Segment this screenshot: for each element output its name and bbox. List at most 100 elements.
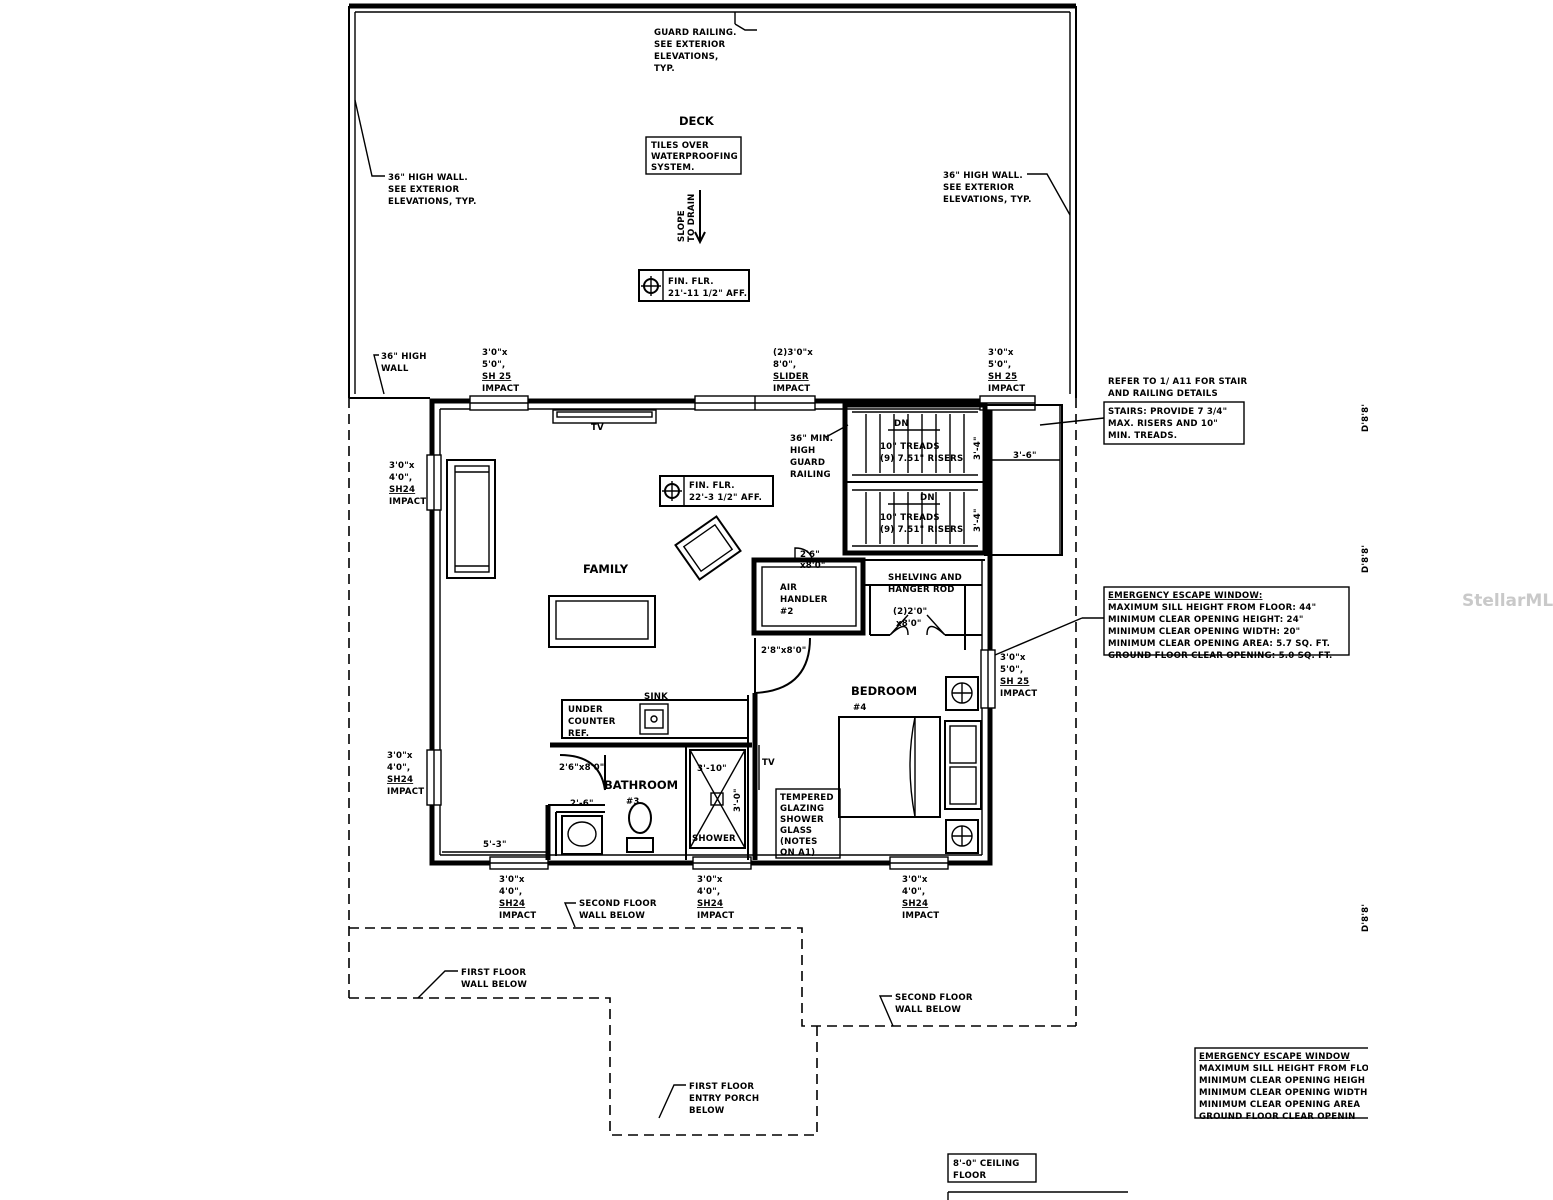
svg-text:COUNTER: COUNTER xyxy=(568,717,616,727)
svg-text:10" TREADS: 10" TREADS xyxy=(880,513,940,523)
svg-text:AIR: AIR xyxy=(780,583,797,593)
bedroom-label: BEDROOM xyxy=(851,684,917,698)
edge-mark-2: D'8'8' xyxy=(1361,545,1371,573)
slope-to-drain-arrow: SLOPE TO DRAIN xyxy=(677,190,706,245)
egress-window-note: EMERGENCY ESCAPE WINDOW: MAXIMUM SILL HE… xyxy=(994,586,1350,661)
svg-text:WATERPROOFING: WATERPROOFING xyxy=(651,152,738,162)
svg-text:IMPACT: IMPACT xyxy=(387,787,424,797)
svg-text:IMPACT: IMPACT xyxy=(389,497,426,507)
edge-mark-3: D'8'8' xyxy=(1361,904,1371,932)
family-finish-floor-tag: FIN. FLR. 22'-3 1/2" AFF. xyxy=(659,475,774,507)
bath-dim-2: 3'-0" xyxy=(733,788,743,812)
svg-text:TYP.: TYP. xyxy=(654,64,675,74)
shower-stall xyxy=(689,749,746,849)
svg-text:3'0"x: 3'0"x xyxy=(482,348,508,358)
svg-text:4'0",: 4'0", xyxy=(389,473,412,483)
svg-text:SHOWER: SHOWER xyxy=(780,815,824,825)
entry-porch-below: FIRST FLOOR ENTRY PORCH BELOW xyxy=(658,1082,759,1119)
svg-text:x8'0": x8'0" xyxy=(800,561,826,571)
svg-text:IMPACT: IMPACT xyxy=(1000,689,1037,699)
svg-text:5'0",: 5'0", xyxy=(988,360,1011,370)
tiles-note: TILES OVER WATERPROOFING SYSTEM. xyxy=(645,136,742,175)
tempered-glazing-note: TEMPERED GLAZING SHOWER GLASS (NOTES ON … xyxy=(775,788,841,859)
walls-below-dashed xyxy=(348,398,1077,1136)
svg-text:(2)2'0": (2)2'0" xyxy=(893,607,927,617)
svg-text:HANGER ROD: HANGER ROD xyxy=(888,585,955,595)
svg-text:IMPACT: IMPACT xyxy=(988,384,1025,394)
svg-text:SEE EXTERIOR: SEE EXTERIOR xyxy=(654,40,725,50)
window-label-top-left: 3'0"x 5'0", SH 25 IMPACT xyxy=(482,348,519,394)
tv-wall-unit xyxy=(552,409,657,424)
svg-text:SEE EXTERIOR: SEE EXTERIOR xyxy=(388,185,459,195)
bedroom-door-label: 2'8"x8'0" xyxy=(761,646,806,656)
svg-text:4'0",: 4'0", xyxy=(387,763,410,773)
svg-text:GROUND FLOOR CLEAR OPENIN: GROUND FLOOR CLEAR OPENIN xyxy=(1199,1112,1356,1122)
svg-text:3'0"x: 3'0"x xyxy=(387,751,413,761)
stair-dim-upper: 3'-4" xyxy=(973,436,983,460)
svg-text:21'-11 1/2" AFF.: 21'-11 1/2" AFF. xyxy=(668,289,747,299)
svg-text:3'0"x: 3'0"x xyxy=(1000,653,1026,663)
svg-text:GROUND FLOOR CLEAR OPENING: 5.: GROUND FLOOR CLEAR OPENING: 5.0 SQ. FT. xyxy=(1108,651,1332,661)
svg-text:EMERGENCY ESCAPE WINDOW: EMERGENCY ESCAPE WINDOW xyxy=(1199,1052,1350,1062)
svg-text:FLOOR: FLOOR xyxy=(953,1171,986,1181)
second-floor-wall-below-a: SECOND FLOOR WALL BELOW xyxy=(563,899,657,928)
svg-text:(NOTES: (NOTES xyxy=(780,837,818,847)
stair-riser-note: STAIRS: PROVIDE 7 3/4" MAX. RISERS AND 1… xyxy=(1039,401,1245,445)
deck-wall-note-right: 36" HIGH WALL. SEE EXTERIOR ELEVATIONS, … xyxy=(943,171,1071,216)
svg-text:WALL BELOW: WALL BELOW xyxy=(461,980,527,990)
window-openings xyxy=(426,395,1036,870)
svg-text:SHELVING AND: SHELVING AND xyxy=(888,573,962,583)
svg-text:(2)3'0"x: (2)3'0"x xyxy=(773,348,813,358)
bathroom-label: BATHROOM xyxy=(604,778,678,792)
first-floor-wall-below: FIRST FLOOR WALL BELOW xyxy=(417,968,527,999)
svg-text:GUARD: GUARD xyxy=(790,458,825,468)
family-room-label: FAMILY xyxy=(583,562,629,576)
svg-text:4'0",: 4'0", xyxy=(499,887,522,897)
bath-dim-4: 5'-3" xyxy=(483,840,507,850)
svg-text:FIRST FLOOR: FIRST FLOOR xyxy=(461,968,526,978)
armchair xyxy=(674,515,742,581)
svg-text:36" MIN.: 36" MIN. xyxy=(790,434,833,444)
svg-text:MINIMUM CLEAR OPENING HEIGHT:: MINIMUM CLEAR OPENING HEIGHT: 24" xyxy=(1108,615,1304,625)
svg-text:3'0"x: 3'0"x xyxy=(499,875,525,885)
nightstand-bottom xyxy=(945,819,979,854)
stair-treads-upper-label: 10" TREADS (9) 7.51" RISERS xyxy=(880,442,963,464)
svg-text:UNDER: UNDER xyxy=(568,705,603,715)
svg-text:IMPACT: IMPACT xyxy=(697,911,734,921)
svg-text:3'0"x: 3'0"x xyxy=(988,348,1014,358)
window-label-bottom-2: 3'0"x 4'0", SH24 IMPACT xyxy=(697,875,734,921)
bath-dim-1: 3'-10" xyxy=(697,764,727,774)
toilet xyxy=(626,802,654,853)
svg-text:TO DRAIN: TO DRAIN xyxy=(687,193,697,242)
svg-text:SH 25: SH 25 xyxy=(1000,677,1029,687)
svg-text:ENTRY PORCH: ENTRY PORCH xyxy=(689,1094,759,1104)
window-label-bottom-3: 3'0"x 4'0", SH24 IMPACT xyxy=(902,875,939,921)
bathroom-door xyxy=(559,754,606,791)
bedroom-door-swing xyxy=(754,637,811,694)
svg-text:ON A1): ON A1) xyxy=(780,848,815,858)
svg-text:TILES OVER: TILES OVER xyxy=(651,141,709,151)
bathroom-number: #3 xyxy=(626,797,640,807)
svg-text:SYSTEM.: SYSTEM. xyxy=(651,163,695,173)
stair-guard-railing-note: 36" MIN. HIGH GUARD RAILING xyxy=(790,424,849,480)
svg-text:3'0"x: 3'0"x xyxy=(697,875,723,885)
deck-label: DECK xyxy=(679,114,715,128)
svg-text:MAXIMUM SILL HEIGHT FROM FLOOR: MAXIMUM SILL HEIGHT FROM FLOOR: 44" xyxy=(1108,603,1316,613)
svg-text:SH24: SH24 xyxy=(499,899,525,909)
air-handler-door-label: 2'6" x8'0" xyxy=(794,547,826,571)
bathroom-door-label: 2'6"x8'0" xyxy=(559,763,604,773)
svg-text:3'0"x: 3'0"x xyxy=(902,875,928,885)
svg-text:GUARD RAILING.: GUARD RAILING. xyxy=(654,28,737,38)
air-handler-label: AIR HANDLER #2 xyxy=(780,583,828,617)
svg-text:RAILING: RAILING xyxy=(790,470,831,480)
window-label-top-right: 3'0"x 5'0", SH 25 IMPACT xyxy=(988,348,1025,394)
svg-text:8'0",: 8'0", xyxy=(773,360,796,370)
svg-text:SECOND FLOOR: SECOND FLOOR xyxy=(895,993,973,1003)
svg-text:ELEVATIONS, TYP.: ELEVATIONS, TYP. xyxy=(943,195,1032,205)
deck-outline xyxy=(348,3,1077,399)
svg-text:MINIMUM CLEAR OPENING WIDTH: 2: MINIMUM CLEAR OPENING WIDTH: 20" xyxy=(1108,627,1300,637)
svg-text:SH 25: SH 25 xyxy=(482,372,511,382)
sofa-left xyxy=(446,459,496,579)
svg-text:MINIMUM CLEAR OPENING WIDTH: MINIMUM CLEAR OPENING WIDTH xyxy=(1199,1088,1368,1098)
stair-treads-lower xyxy=(865,492,965,544)
